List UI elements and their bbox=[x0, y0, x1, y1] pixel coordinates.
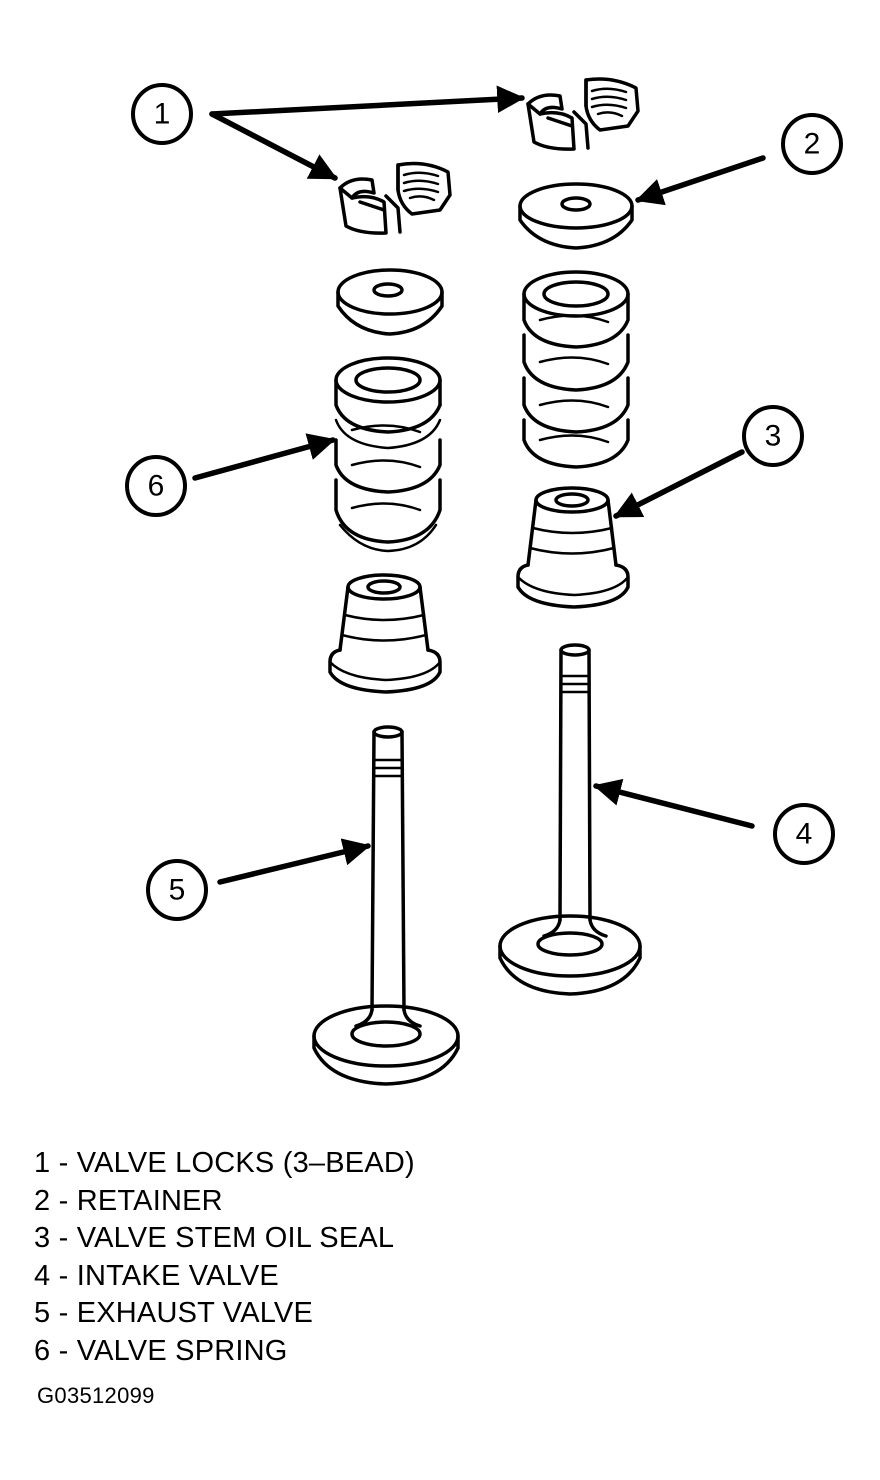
right-valve-spring bbox=[522, 270, 630, 469]
legend-item-5: 5 - EXHAUST VALVE bbox=[34, 1297, 313, 1329]
arrow-6-to-valve-spring bbox=[192, 433, 336, 481]
legend-item-4: 4 - INTAKE VALVE bbox=[34, 1259, 279, 1292]
legend-item-6: 6 - VALVE SPRING bbox=[34, 1334, 288, 1367]
svg-text:4: 4 bbox=[796, 818, 813, 851]
left-valve-spring bbox=[334, 356, 442, 553]
left-valve-stem-oil-seal bbox=[328, 573, 442, 694]
arrow-5-to-exhaust-valve bbox=[217, 838, 371, 885]
exhaust-valve bbox=[312, 725, 460, 1086]
intake-valve bbox=[498, 643, 642, 996]
right-valve-stem-oil-seal bbox=[516, 486, 630, 609]
callout-3: 3 bbox=[742, 405, 804, 467]
figure-code: G03512099 bbox=[37, 1383, 155, 1408]
callout-5: 5 bbox=[146, 859, 208, 921]
svg-text:2: 2 bbox=[804, 128, 821, 161]
arrow-1-to-right-locks bbox=[209, 85, 525, 117]
callout-6: 6 bbox=[125, 455, 187, 517]
svg-text:5: 5 bbox=[169, 874, 186, 907]
valve-assembly-illustration: 1 2 3 4 5 6 bbox=[125, 77, 843, 1086]
svg-text:6: 6 bbox=[148, 470, 165, 503]
right-valve-locks bbox=[526, 77, 640, 151]
svg-text:1: 1 bbox=[154, 98, 171, 131]
right-retainer bbox=[518, 182, 634, 250]
callout-4: 4 bbox=[773, 803, 835, 865]
legend-item-1: 1 - VALVE LOCKS (3–BEAD) bbox=[34, 1147, 415, 1179]
arrow-1-to-left-locks bbox=[209, 111, 338, 181]
callout-1: 1 bbox=[131, 83, 193, 145]
legend-item-3: 3 - VALVE STEM OIL SEAL bbox=[34, 1222, 395, 1254]
left-retainer bbox=[336, 268, 444, 336]
arrow-2-to-retainer bbox=[635, 155, 766, 206]
parts-legend: 1 - VALVE LOCKS (3–BEAD) 2 - RETAINER 3 … bbox=[34, 1145, 834, 1370]
arrow-3-to-oil-seal bbox=[613, 449, 745, 519]
arrow-4-to-intake-valve bbox=[593, 778, 755, 829]
callout-2: 2 bbox=[781, 113, 843, 175]
callout-arrows bbox=[192, 85, 766, 885]
left-valve-locks bbox=[338, 161, 452, 235]
svg-text:3: 3 bbox=[765, 420, 782, 453]
legend-item-2: 2 - RETAINER bbox=[34, 1184, 223, 1217]
